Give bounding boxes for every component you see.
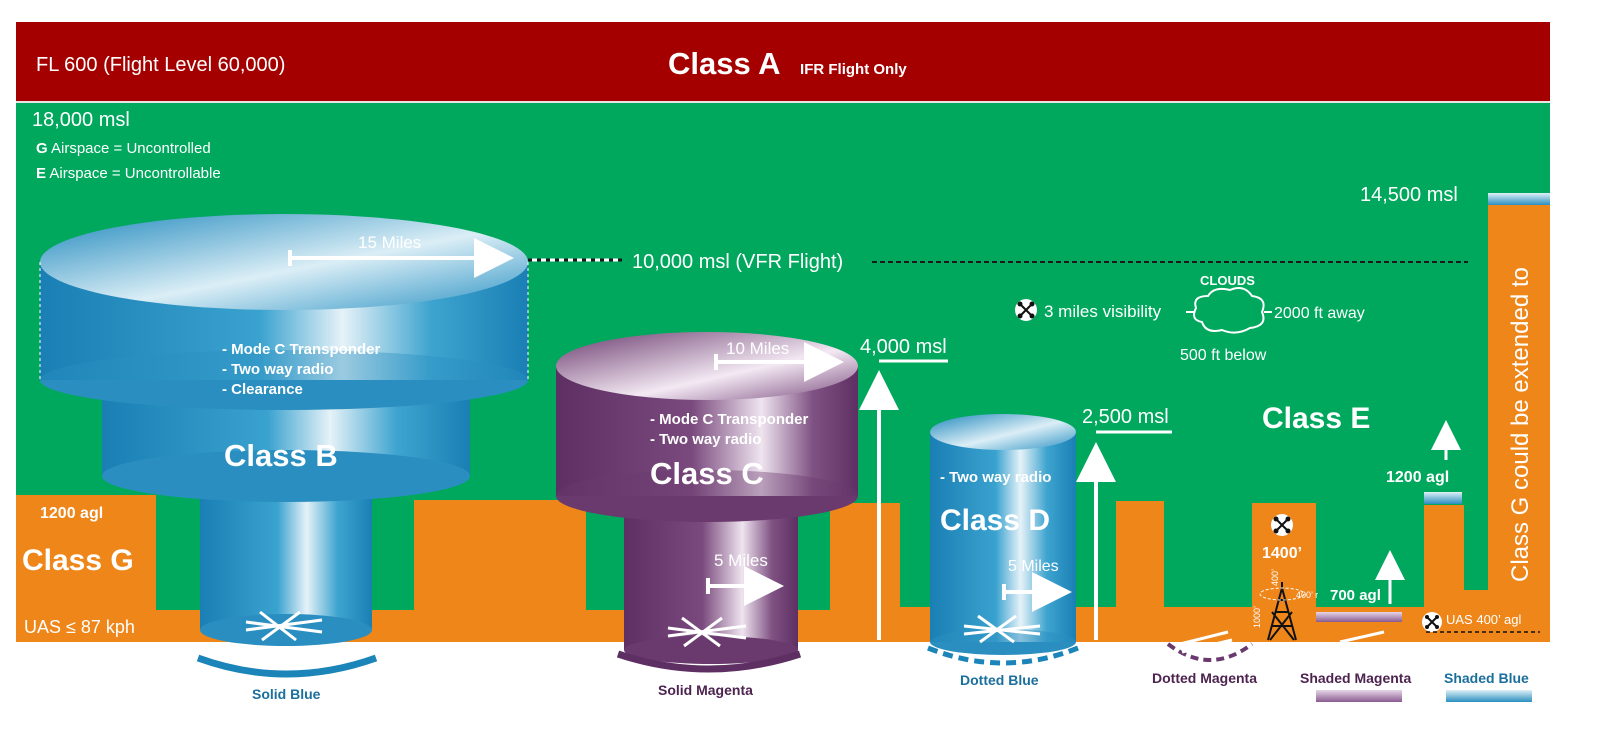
- tower-height-label: 1400’: [1262, 545, 1302, 562]
- class-b-req-1: - Mode C Transponder: [222, 341, 381, 358]
- class-c-inner-label: 5 Miles: [714, 551, 768, 570]
- class-d-airport-symbol: [963, 614, 1041, 644]
- shaded-magenta-cap: [1316, 612, 1402, 622]
- away-label: 2000 ft away: [1274, 305, 1365, 322]
- class-c-req-2: - Two way radio: [650, 431, 761, 448]
- class-d-title: Class D: [940, 504, 1050, 537]
- solid-magenta-arc: [616, 650, 802, 673]
- visibility-label: 3 miles visibility: [1044, 302, 1162, 321]
- shaded-blue-swatch: [1446, 690, 1532, 702]
- class-g-title: Class G: [22, 544, 134, 577]
- class-c-outer-label: 10 Miles: [726, 339, 789, 358]
- altitude-14500-label: 14,500 msl: [1360, 184, 1458, 206]
- class-a-subtitle: IFR Flight Only: [800, 61, 907, 78]
- agl-700-label: 700 agl: [1330, 587, 1381, 604]
- class-a-band: [16, 22, 1550, 102]
- shaded-magenta-label: Shaded Magenta: [1300, 670, 1411, 686]
- class-c-req-1: - Mode C Transponder: [650, 411, 809, 428]
- altitude-18000-label: 18,000 msl: [32, 109, 130, 131]
- class-b-airport-symbol: [245, 610, 323, 642]
- dotted-blue-arc: [927, 645, 1079, 666]
- class-e-title: Class E: [1262, 402, 1370, 435]
- shaded-blue-cap-small: [1424, 492, 1462, 504]
- uas-speed-label: UAS ≤ 87 kph: [24, 617, 135, 637]
- vfr-line-label: 10,000 msl (VFR Flight): [632, 251, 843, 273]
- below-label: 500 ft below: [1180, 347, 1267, 364]
- g-airspace-note: G Airspace = Uncontrolled: [36, 140, 211, 157]
- class-d-req-1: - Two way radio: [940, 469, 1051, 486]
- e-rest: Airspace = Uncontrollable: [46, 165, 221, 182]
- solid-magenta-label: Solid Magenta: [658, 682, 753, 698]
- uas-agl-label: UAS 400’ agl: [1446, 612, 1522, 627]
- solid-blue-arc: [196, 654, 378, 678]
- drone-icon-tower: [1271, 514, 1293, 536]
- e-airspace-note: E Airspace = Uncontrollable: [36, 165, 221, 182]
- class-a-title-text: Class A: [668, 46, 780, 81]
- class-b-radius-label: 15 Miles: [358, 233, 421, 252]
- dotted-magenta-arc: [1166, 642, 1254, 662]
- class-b-shape: [39, 214, 529, 646]
- dotted-magenta-runway: [1179, 630, 1233, 654]
- dotted-magenta-label: Dotted Magenta: [1152, 670, 1257, 686]
- drone-icon-uas: [1422, 612, 1442, 632]
- e-letter: E: [36, 165, 46, 182]
- cloud-icon: [1193, 287, 1265, 334]
- shaded-magenta-swatch: [1316, 690, 1402, 702]
- dotted-blue-label: Dotted Blue: [960, 672, 1039, 688]
- class-g-extension-note: Class G could be extended to: [1507, 267, 1534, 582]
- agl-1200-label: 1200 agl: [1386, 469, 1449, 486]
- class-d-radius-label: 5 Miles: [1008, 558, 1059, 575]
- shaded-magenta-runway: [1339, 630, 1385, 644]
- class-b-req-2: - Two way radio: [222, 361, 333, 378]
- class-a-title: Class A IFR Flight Only: [668, 46, 907, 81]
- class-g-agl-label: 1200 agl: [40, 505, 103, 522]
- class-c-ceiling-label: 4,000 msl: [860, 336, 947, 358]
- g-letter: G: [36, 140, 48, 157]
- tower-1000: 1000’: [1252, 606, 1262, 628]
- class-b-title: Class B: [224, 438, 338, 473]
- class-d-shape: [930, 414, 1076, 655]
- g-rest: Airspace = Uncontrolled: [48, 140, 211, 157]
- solid-blue-label: Solid Blue: [252, 686, 321, 702]
- tower-radius-dashes: [1259, 587, 1305, 601]
- tower-400-top: 400’: [1270, 569, 1280, 586]
- class-b-req-3: - Clearance: [222, 381, 303, 398]
- shaded-blue-cap-right: [1488, 193, 1550, 205]
- class-c-airport-symbol: [667, 616, 747, 648]
- class-d-ceiling-label: 2,500 msl: [1082, 406, 1169, 428]
- class-c-title: Class C: [650, 456, 764, 491]
- drone-icon: [1015, 299, 1037, 321]
- flight-level-label: FL 600 (Flight Level 60,000): [36, 54, 285, 76]
- clouds-label: CLOUDS: [1200, 273, 1255, 288]
- tower-400-side: 400’ r: [1296, 590, 1318, 600]
- shaded-blue-label: Shaded Blue: [1444, 670, 1529, 686]
